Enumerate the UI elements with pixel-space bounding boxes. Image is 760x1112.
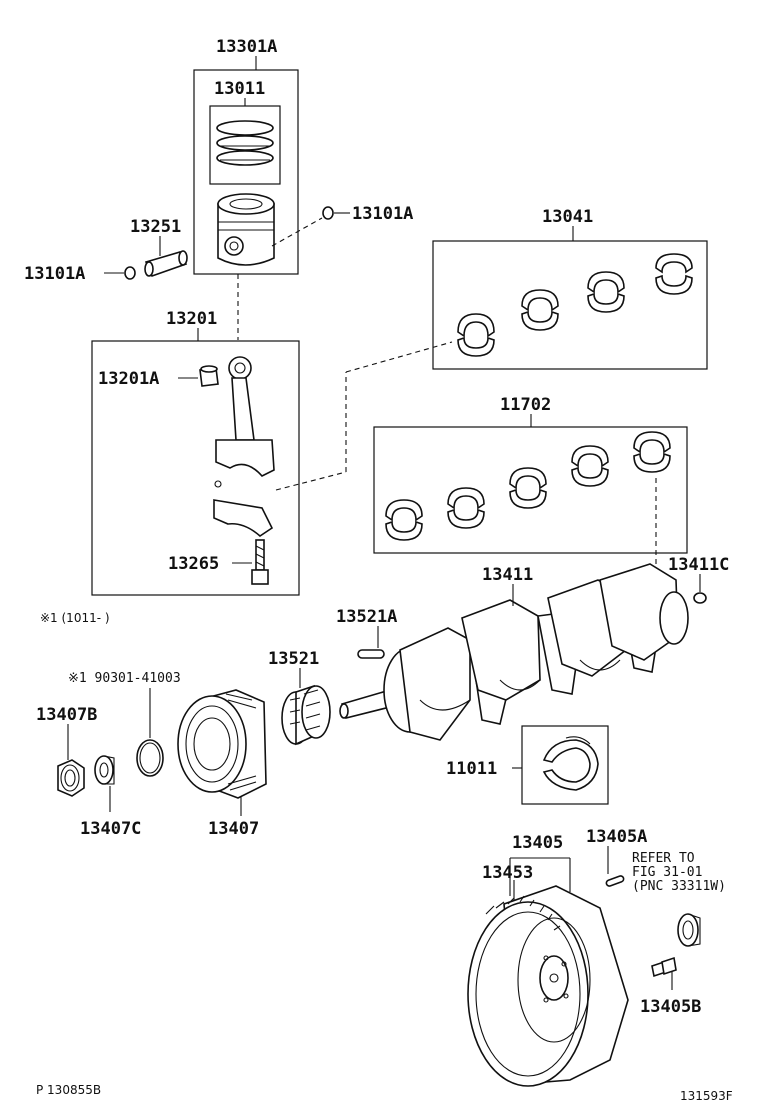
flywheel — [467, 885, 629, 1087]
piston-assembly-group: 13301A 13011 13251 — [24, 37, 413, 340]
con-rod — [215, 356, 275, 477]
label-o-ring[interactable]: ※1 90301-41003 — [68, 671, 181, 686]
main-bearing-group: 11702 — [373, 395, 688, 590]
snap-ring-left — [124, 266, 136, 280]
piston-assembly-box — [193, 69, 299, 275]
refer-note-line1: REFER TO — [632, 851, 695, 866]
label-flywheel-pin[interactable]: 13405A — [586, 827, 647, 847]
label-flywheel[interactable]: 13405 — [512, 833, 563, 853]
label-piston-ring-set[interactable]: 13011 — [214, 79, 265, 99]
label-piston-assembly[interactable]: 13301A — [216, 37, 277, 57]
label-flywheel-bolt[interactable]: 13405B — [640, 997, 701, 1017]
thrust-washer-box — [521, 725, 609, 805]
label-piston-pin[interactable]: 13251 — [130, 217, 181, 237]
label-snap-ring-right[interactable]: 13101A — [352, 204, 413, 224]
label-main-bearing[interactable]: 11702 — [500, 395, 551, 415]
label-con-rod-bushing[interactable]: 13201A — [98, 369, 159, 389]
label-con-rod-bearing[interactable]: 13041 — [542, 207, 593, 227]
timing-gear — [281, 684, 331, 746]
thrust-washer-group — [521, 725, 609, 805]
con-rod-group: 13201 13201A 13265 — [91, 309, 453, 596]
label-timing-gear[interactable]: 13521 — [268, 649, 319, 669]
label-crankshaft[interactable]: 13411 — [482, 565, 533, 585]
label-pulley-nut[interactable]: 13407B — [36, 705, 97, 725]
pulley-washer — [94, 755, 115, 785]
date-note: ※1 (1011- ) — [40, 611, 110, 625]
con-rod-box — [91, 340, 300, 596]
label-woodruff-key[interactable]: 13521A — [336, 607, 397, 627]
crank-pin — [693, 592, 707, 604]
con-rod-bearing-box — [432, 240, 708, 370]
label-crank-pulley[interactable]: 13407 — [208, 819, 259, 839]
flywheel-pin — [605, 875, 625, 887]
footer-left-code: P 130855B — [36, 1083, 101, 1097]
con-rod-bearing-group: 13041 — [432, 207, 708, 370]
o-ring — [136, 739, 164, 777]
refer-note-line2[interactable]: FIG 31-01 — [632, 865, 702, 880]
footer-right-code: 131593F — [680, 1089, 733, 1103]
con-rod-bolt — [251, 539, 269, 585]
pulley-nut — [57, 759, 85, 797]
woodruff-key — [357, 649, 385, 659]
crankshaft — [339, 563, 689, 741]
con-rod-bushing — [199, 365, 219, 387]
label-crank-pin[interactable]: 13411C — [668, 555, 729, 575]
con-rod-bearing-shells — [457, 253, 693, 357]
label-con-rod[interactable]: 13201 — [166, 309, 217, 329]
snap-ring-right — [322, 206, 334, 220]
flywheel-bolt — [651, 956, 677, 978]
label-thrust-washer[interactable]: 11011 — [446, 759, 497, 779]
pilot-bearing — [677, 913, 701, 947]
label-ring-gear[interactable]: 13453 — [482, 863, 533, 883]
label-con-rod-bolt[interactable]: 13265 — [168, 554, 219, 574]
main-bearing-shells — [385, 431, 671, 541]
piston-pin — [144, 250, 188, 278]
crank-pulley — [177, 689, 267, 799]
con-rod-cap — [213, 480, 274, 538]
label-snap-ring-left[interactable]: 13101A — [24, 264, 85, 284]
piston-rings — [216, 120, 274, 166]
label-pulley-washer[interactable]: 13407C — [80, 819, 141, 839]
refer-note-line3: (PNC 33311W) — [632, 879, 726, 894]
piston — [217, 193, 275, 266]
